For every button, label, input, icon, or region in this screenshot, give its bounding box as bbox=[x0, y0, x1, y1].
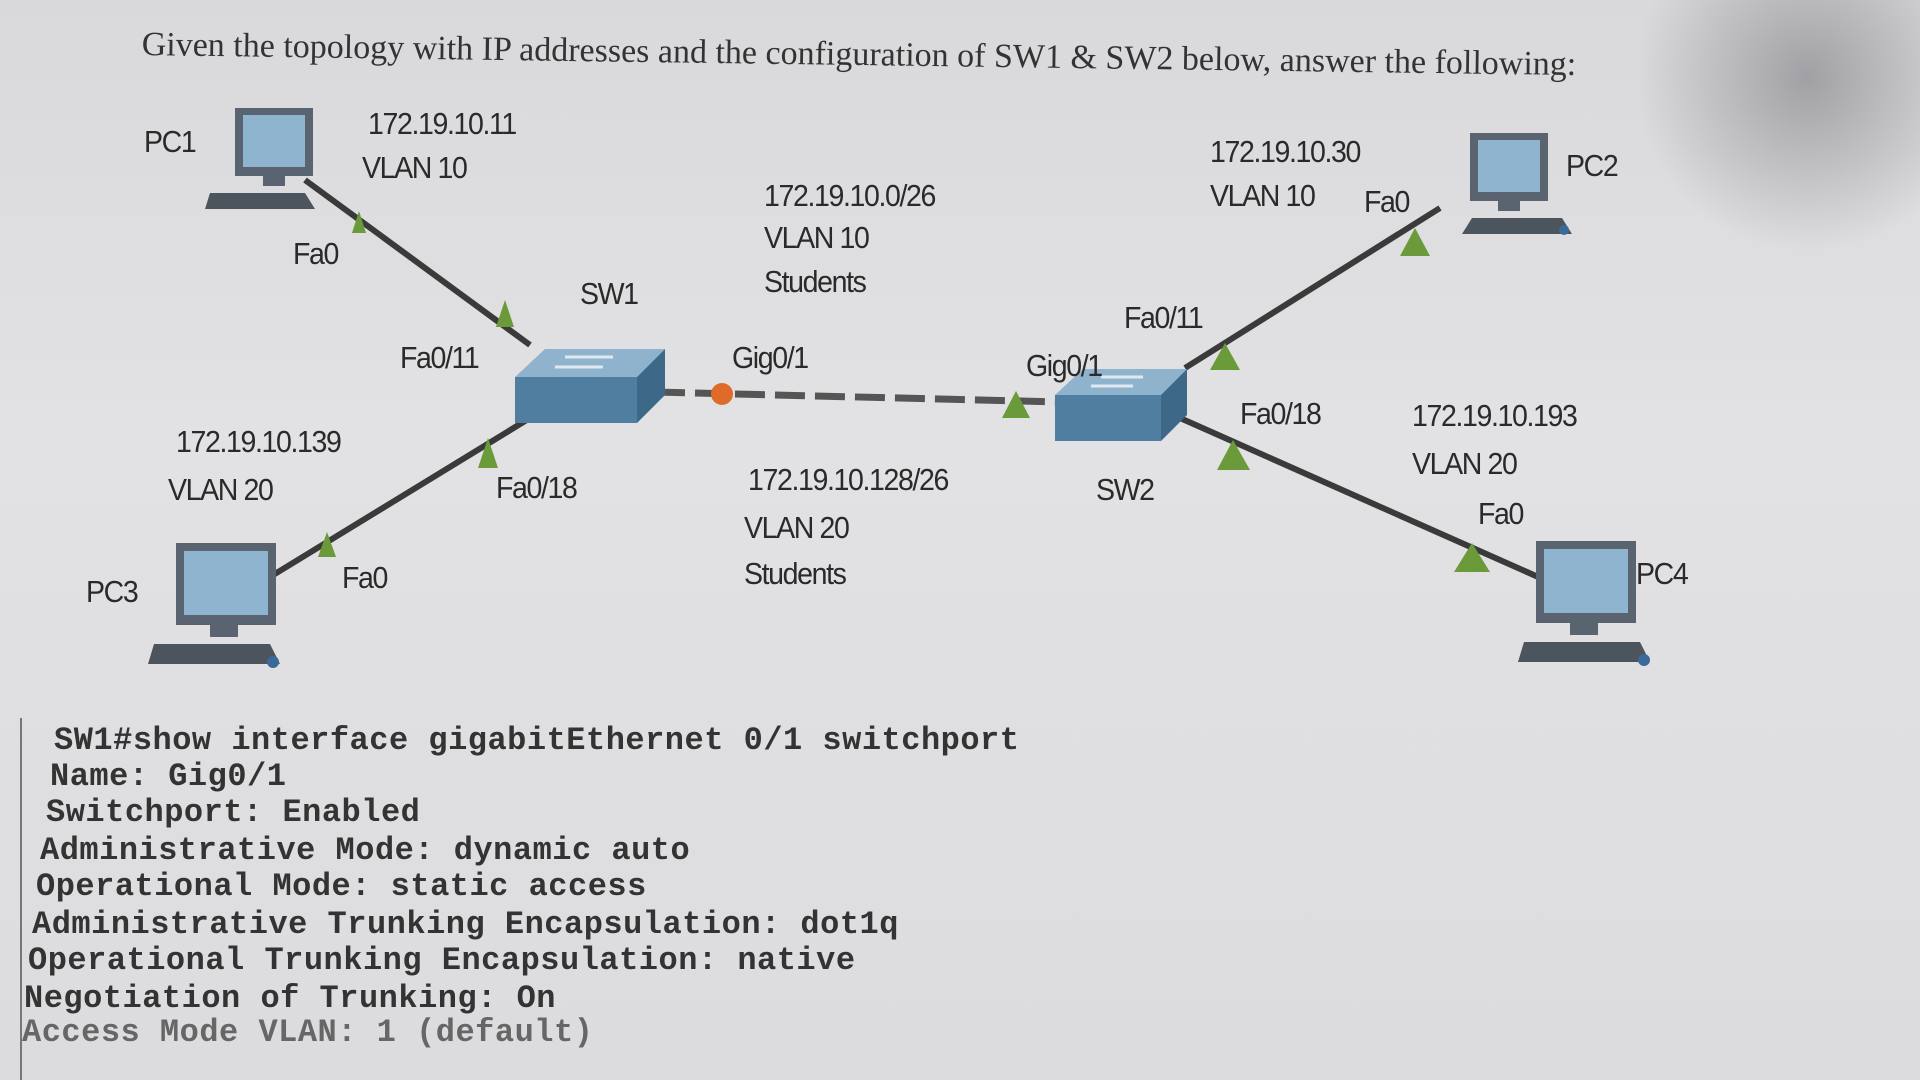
cli-line: Negotiation of Trunking: On bbox=[24, 980, 556, 1017]
sw2-port-fa011-label: Fa0/11 bbox=[1124, 300, 1204, 335]
cli-line: Switchport: Enabled bbox=[46, 794, 421, 831]
sw1-port-fa011-label: Fa0/11 bbox=[400, 340, 480, 375]
sw2-port-fa018-label: Fa0/18 bbox=[1240, 396, 1322, 431]
pc3-ip-label: 172.19.10.139 bbox=[176, 424, 342, 459]
sw1-name-label: SW1 bbox=[580, 276, 639, 311]
vlan10-vlan-label: VLAN 10 bbox=[764, 220, 870, 255]
pc4-vlan-label: VLAN 20 bbox=[1412, 446, 1518, 481]
cli-line: SW1#show interface gigabitEthernet 0/1 s… bbox=[54, 722, 1020, 759]
cli-line: Access Mode VLAN: 1 (default) bbox=[22, 1014, 594, 1051]
vlan10-network-label: 172.19.10.0/26 bbox=[764, 178, 936, 213]
sw1-port-fa018-label: Fa0/18 bbox=[496, 470, 578, 505]
pc4-computer-icon[interactable] bbox=[1518, 538, 1658, 673]
link-marker bbox=[1217, 440, 1250, 470]
cli-line: Operational Trunking Encapsulation: nati… bbox=[28, 942, 856, 979]
link-marker bbox=[352, 211, 366, 233]
sw1-uplink-label: Gig0/1 bbox=[732, 340, 809, 375]
pc2-computer-icon[interactable] bbox=[1462, 130, 1582, 245]
pc1-name-label: PC1 bbox=[144, 124, 197, 159]
pc4-ip-label: 172.19.10.193 bbox=[1412, 398, 1578, 433]
pc2-vlan-label: VLAN 10 bbox=[1210, 178, 1316, 213]
cli-line: Administrative Trunking Encapsulation: d… bbox=[32, 906, 899, 943]
vlan20-name-label: Students bbox=[744, 556, 847, 591]
vlan10-name-label: Students bbox=[764, 264, 867, 299]
pc3-port-label: Fa0 bbox=[342, 560, 388, 595]
link-sw2-pc2 bbox=[1183, 205, 1442, 371]
pc3-vlan-label: VLAN 20 bbox=[168, 472, 274, 507]
pc1-ip-label: 172.19.10.11 bbox=[368, 106, 517, 141]
link-marker bbox=[1454, 543, 1490, 572]
pc4-port-label: Fa0 bbox=[1478, 496, 1524, 531]
cli-line: Operational Mode: static access bbox=[36, 868, 647, 905]
link-marker bbox=[1400, 228, 1430, 256]
cli-line: Name: Gig0/1 bbox=[50, 758, 287, 795]
cli-output: SW1#show interface gigabitEthernet 0/1 s… bbox=[20, 718, 1920, 1080]
pc4-name-label: PC4 bbox=[1636, 556, 1689, 591]
link-marker bbox=[1210, 343, 1240, 370]
link-marker bbox=[496, 300, 514, 327]
pc3-computer-icon[interactable] bbox=[148, 540, 288, 675]
link-marker bbox=[1002, 391, 1030, 418]
sw2-switch-icon[interactable] bbox=[1055, 365, 1195, 445]
pc3-name-label: PC3 bbox=[86, 574, 139, 609]
pc2-ip-label: 172.19.10.30 bbox=[1210, 134, 1361, 169]
sw2-uplink-label: Gig0/1 bbox=[1026, 348, 1103, 383]
pc2-port-label: Fa0 bbox=[1364, 184, 1410, 219]
sw2-name-label: SW2 bbox=[1096, 472, 1155, 507]
link-marker bbox=[478, 438, 498, 468]
link-down-marker bbox=[711, 383, 733, 405]
sw1-switch-icon[interactable] bbox=[515, 345, 675, 425]
pc1-port-label: Fa0 bbox=[293, 236, 339, 271]
link-sw2-pc4 bbox=[1178, 415, 1547, 583]
link-marker bbox=[318, 532, 336, 557]
pc1-vlan-label: VLAN 10 bbox=[362, 150, 468, 185]
vlan20-network-label: 172.19.10.128/26 bbox=[748, 462, 949, 497]
pc2-name-label: PC2 bbox=[1566, 148, 1619, 183]
link-pc1-sw1 bbox=[303, 177, 532, 348]
vlan20-vlan-label: VLAN 20 bbox=[744, 510, 850, 545]
pc1-computer-icon[interactable] bbox=[205, 105, 325, 220]
cli-line: Administrative Mode: dynamic auto bbox=[40, 832, 691, 869]
